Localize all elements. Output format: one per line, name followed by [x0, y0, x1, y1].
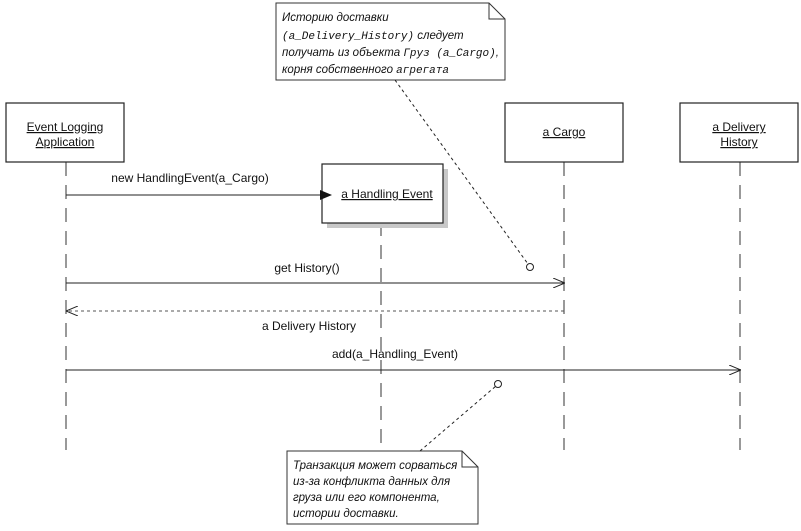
note-top: Историю доставки (a_Delivery_History) сл… [275, 2, 506, 81]
message-create-handling-event: new HandlingEvent(a_Cargo) [66, 171, 332, 200]
object-delivery-history: a Delivery History [679, 102, 799, 163]
note-line: Историю доставки [282, 12, 389, 24]
object-label-line: a Cargo [543, 125, 586, 139]
note-text: получать из объекта [282, 47, 403, 59]
note-top-connector [394, 79, 534, 271]
note-line: истории доставки. [293, 508, 399, 520]
message-return-delivery-history: a Delivery History [67, 311, 564, 333]
note-bottom-connector [419, 380, 502, 452]
message-label: get History() [274, 261, 339, 275]
note-code: Груз [403, 48, 429, 60]
note-line: (a_Delivery_History) следует [282, 30, 464, 43]
object-label-line: a Handling Event [341, 187, 433, 201]
note-text: следует [414, 30, 464, 42]
object-label-line: Event Logging [27, 120, 104, 134]
object-event-logging-application: Event Logging Application [5, 102, 125, 163]
note-line: Транзакция может сорваться [293, 460, 457, 472]
object-label-line: a Delivery [712, 120, 765, 134]
note-line: из-за конфликта данных для [293, 476, 450, 488]
note-line: получать из объекта Груз (a_Cargo), [282, 47, 499, 60]
note-bottom: Транзакция может сорваться из-за конфлик… [286, 450, 479, 525]
object-label-line: Application [36, 135, 95, 149]
message-label: new HandlingEvent(a_Cargo) [111, 171, 268, 185]
note-text: , [496, 47, 499, 59]
note-code: (a_Delivery_History) [282, 31, 414, 43]
note-line: груза или его компонента, [293, 492, 440, 504]
note-code: (a_Cargo) [430, 48, 496, 60]
object-cargo: a Cargo [504, 102, 624, 163]
message-label: a Delivery History [262, 319, 356, 333]
message-add-handling-event: add(a_Handling_Event) [66, 347, 740, 370]
note-text: корня собственного [282, 64, 396, 76]
note-code: агрегата [396, 65, 449, 77]
note-line: корня собственного агрегата [282, 64, 449, 77]
message-get-history: get History() [66, 261, 564, 283]
message-label: add(a_Handling_Event) [332, 347, 458, 361]
object-label-line: History [720, 135, 757, 149]
object-handling-event: a Handling Event [321, 163, 448, 228]
